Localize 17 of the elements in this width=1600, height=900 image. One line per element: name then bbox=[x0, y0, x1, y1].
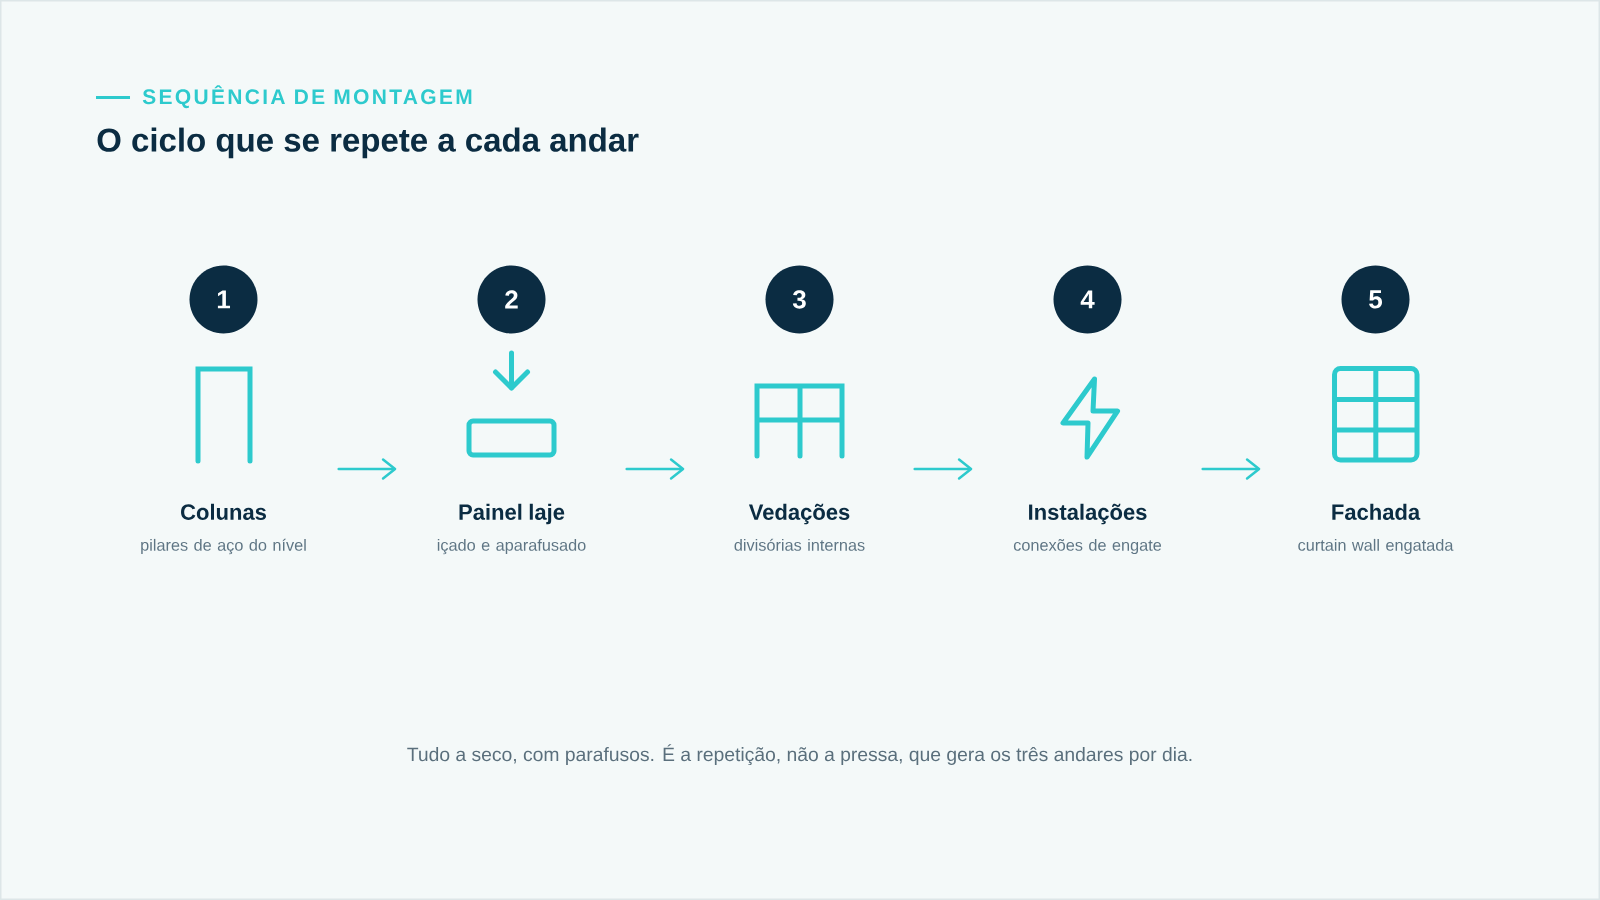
step-description: conexões de engate bbox=[1013, 538, 1162, 555]
arrow bbox=[337, 458, 397, 480]
step-title: Instalações bbox=[1029, 503, 1147, 525]
step-description: curtain wall engatada bbox=[1298, 538, 1454, 555]
step-title: Fachada bbox=[1332, 503, 1421, 520]
step-title: Painel laje bbox=[459, 503, 565, 525]
step-description: pilares de aço do nível bbox=[141, 538, 306, 555]
caption: Tudo a seco, com parafusos. É a repetição, não a pressa, que gera os três andares por dia. bbox=[407, 744, 1192, 766]
step-description: içado e aparafusado bbox=[437, 538, 586, 555]
kicker: SEQUÊNCIA DE MONTAGEM bbox=[142, 85, 472, 109]
heading: O ciclo que se repete a cada andar bbox=[97, 127, 639, 159]
arrow bbox=[913, 458, 973, 480]
step-title: Colunas bbox=[181, 503, 266, 520]
arrow bbox=[1201, 458, 1261, 480]
step-description: divisórias internas bbox=[734, 538, 865, 551]
arrow bbox=[625, 458, 685, 480]
step-title: Vedações bbox=[748, 503, 850, 525]
